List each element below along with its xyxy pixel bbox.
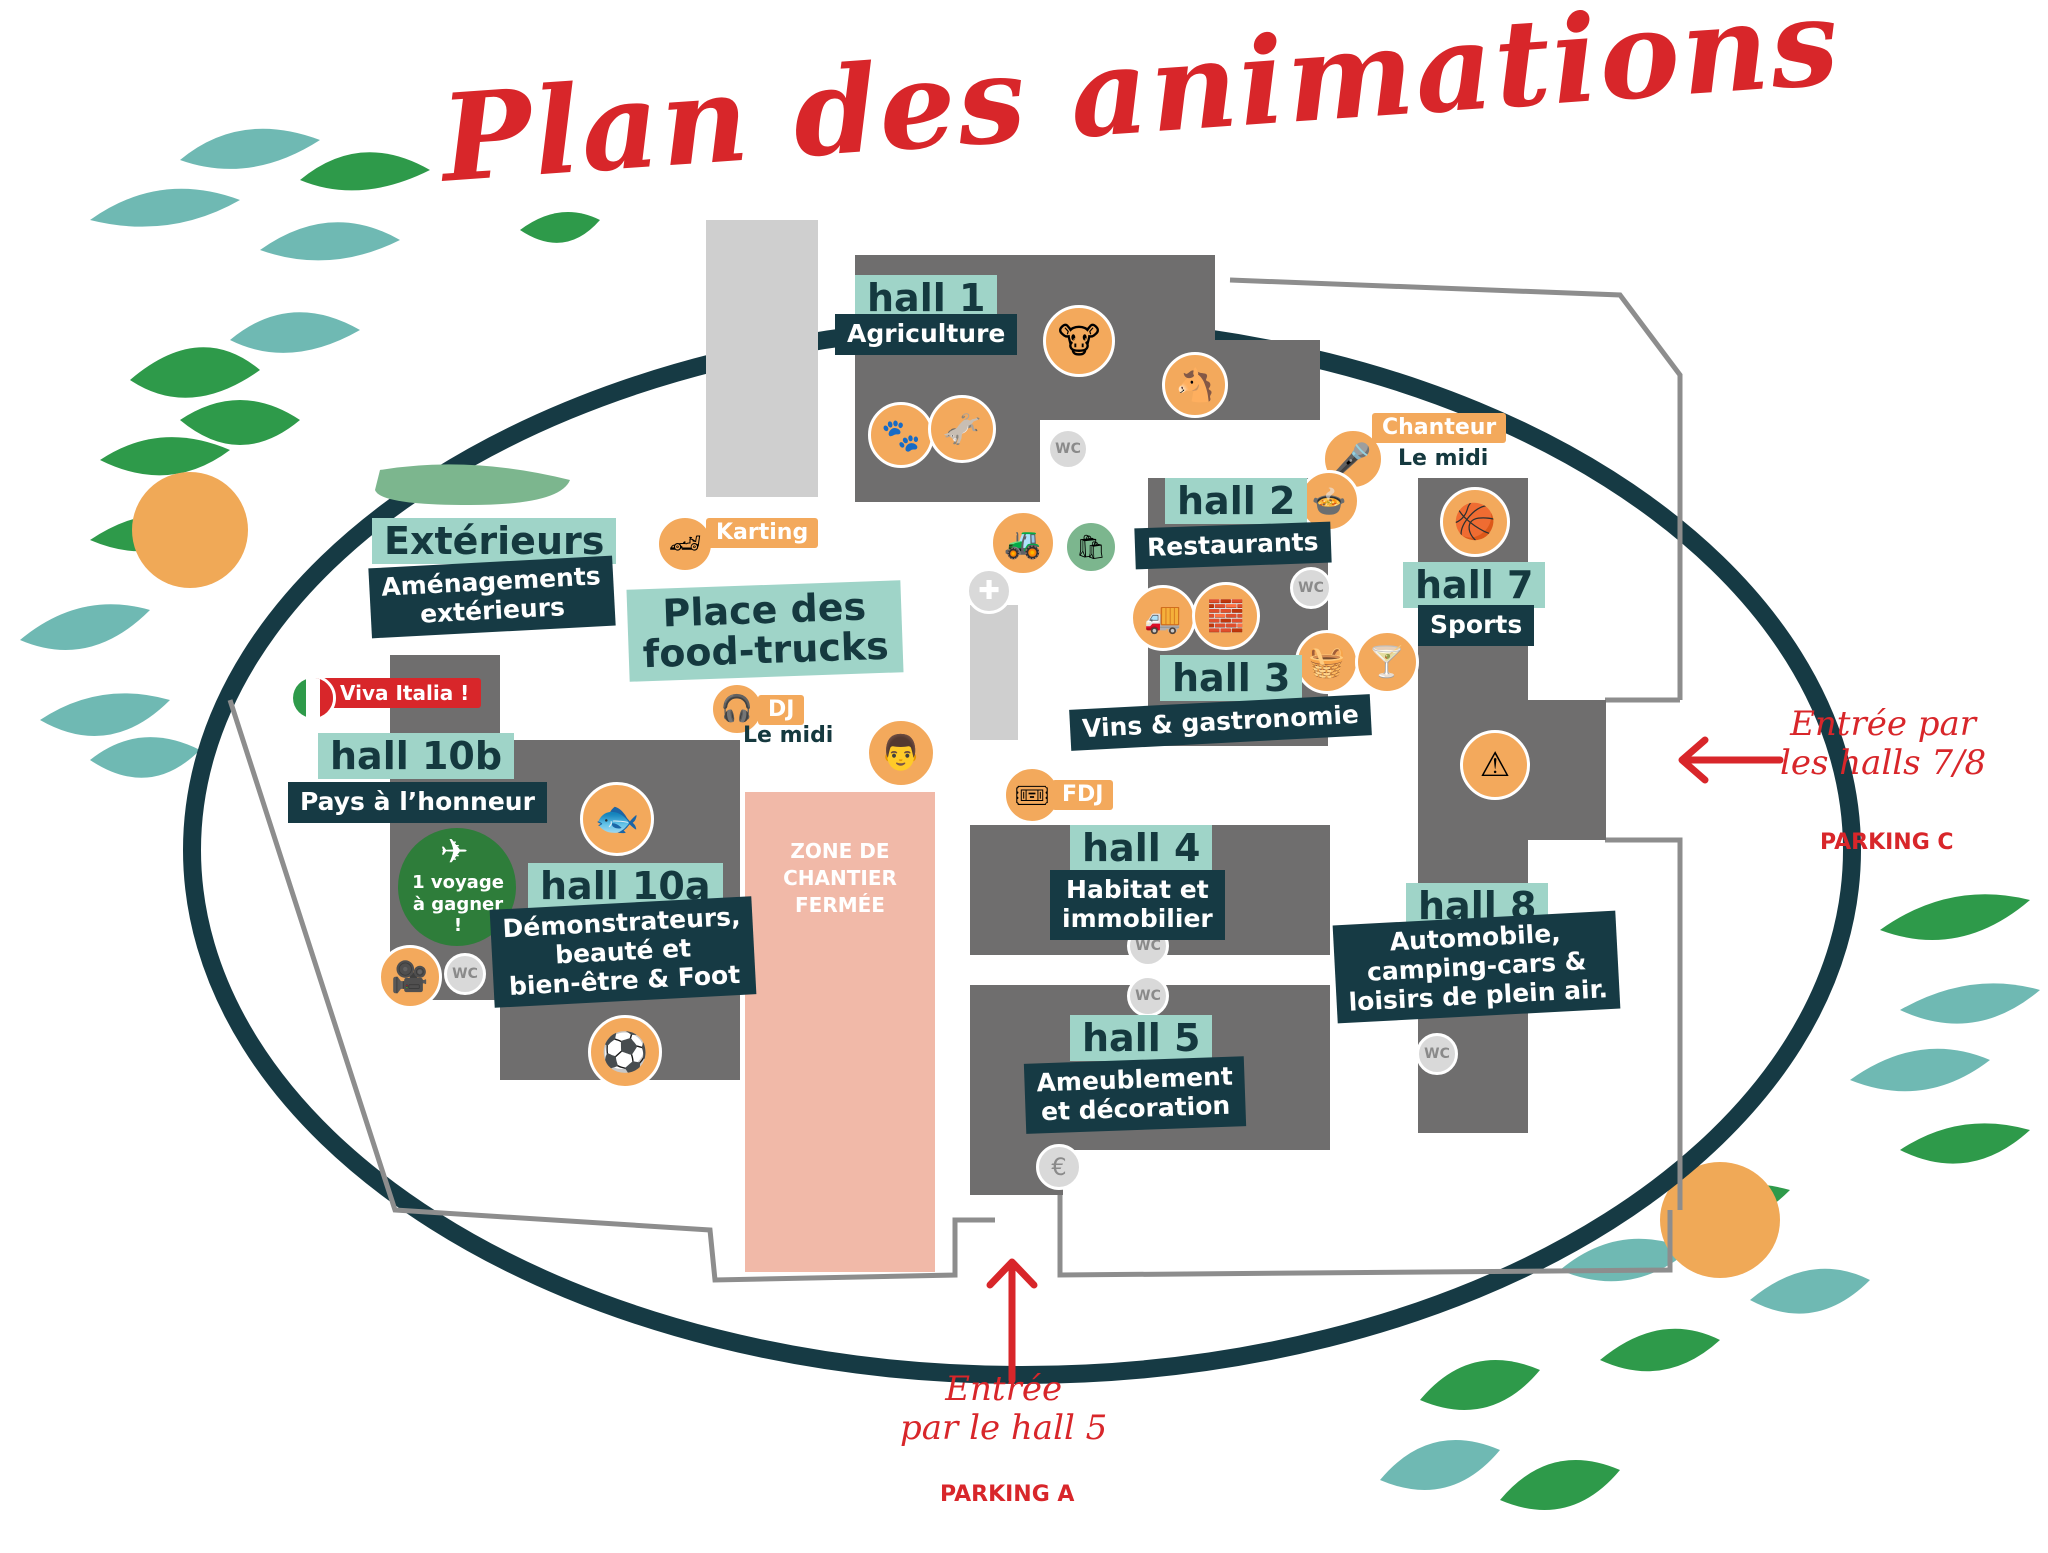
east-entry-text: Entrée par les halls 7/8 (1780, 704, 1987, 784)
lego-icon: 🧱 (1192, 582, 1260, 650)
light-structures (706, 220, 1018, 740)
wc-icon: WC (1047, 428, 1089, 470)
hall5-theme: Ameublement et décoration (1023, 1056, 1247, 1134)
site-paths (227, 277, 1683, 1283)
dj-time: Le midi (743, 723, 834, 748)
hall10b-title: hall 10b (318, 733, 515, 779)
exterieurs-theme: Aménagements extérieurs (368, 555, 616, 638)
horse-icon: 🐴 (1162, 352, 1228, 418)
headphones-icon: 🎧 (710, 682, 764, 736)
hall1-theme: Agriculture (835, 314, 1018, 355)
chanteur-time: Le midi (1398, 446, 1489, 471)
cocktail-icon: 🍸 (1355, 630, 1419, 694)
parking-a-label: PARKING A (940, 1482, 1075, 1507)
prize-text: 1 voyage à gagner ! (412, 872, 504, 937)
basketball-icon: 🏀 (1440, 487, 1510, 557)
wc-icon: WC (1290, 567, 1332, 609)
basket-icon: 🧺 (1295, 630, 1359, 694)
hall10a-theme: Démonstrateurs, beauté et bien-être & Fo… (489, 896, 757, 1009)
hall4-theme: Habitat et immobilier (1050, 870, 1225, 940)
tractor-icon: 🚜 (990, 510, 1056, 576)
hall2-theme: Restaurants (1134, 521, 1332, 570)
italy-flag-icon (290, 675, 336, 721)
hall1-title: hall 1 (855, 275, 998, 321)
foodtrucks-label: Place des food-trucks (626, 580, 904, 682)
wc-icon: WC (444, 953, 486, 995)
south-entry-text: Entrée par le hall 5 (900, 1369, 1108, 1449)
closed-zone (745, 792, 935, 1272)
closed-zone-label: ZONE DE CHANTIER FERMÉE (783, 839, 897, 917)
foliage-bottom-right (1380, 894, 2040, 1510)
hall3-title: hall 3 (1160, 655, 1303, 701)
lemon-left (132, 472, 248, 588)
parking-c-label: PARKING C (1820, 830, 1954, 855)
wc-icon: WC (1127, 975, 1169, 1017)
truck-icon: 🚚 (1130, 585, 1196, 651)
football-icon: ⚽ (588, 1015, 662, 1089)
hall2-title: hall 2 (1165, 478, 1308, 524)
paw-icon: 🐾 (868, 402, 934, 468)
hall8-theme: Automobile, camping-cars & loisirs de pl… (1332, 910, 1621, 1024)
lemon-right (1660, 1162, 1780, 1278)
hall7-title: hall 7 (1403, 562, 1546, 608)
airplane-icon: ✈ (440, 832, 469, 872)
hall5-title: hall 5 (1070, 1015, 1213, 1061)
karting-icon: 🏎 (656, 515, 714, 573)
euro-icon: € (1036, 1144, 1082, 1190)
foliage-top-left (20, 128, 600, 778)
fish-icon: 🐟 (580, 782, 654, 856)
cow-icon: 🐮 (1043, 305, 1115, 377)
wc-icon: WC (1416, 1033, 1458, 1075)
hall7-theme: Sports (1418, 605, 1535, 646)
viva-italia-tag: Viva Italia ! (314, 678, 482, 708)
karting-tag: Karting (706, 518, 819, 548)
dj-tag: DJ (758, 695, 805, 725)
camera-icon: 🎥 (378, 945, 442, 1009)
wc-icon: WC (1127, 925, 1169, 967)
green-pond (375, 464, 570, 505)
warning-icon: ⚠ (1460, 730, 1530, 800)
fdj-tag: FDJ (1052, 780, 1114, 810)
hall4-title: hall 4 (1070, 825, 1213, 871)
first-aid-icon: ✚ (966, 568, 1012, 614)
hall10b-theme: Pays à l’honneur (288, 782, 547, 823)
donkey-icon: 🫏 (928, 395, 996, 463)
shop-icon: 🛍 (1064, 520, 1118, 574)
chanteur-tag: Chanteur (1372, 413, 1507, 443)
chef-icon: 👨 (866, 718, 936, 788)
exterieurs-title: Extérieurs (372, 518, 617, 564)
